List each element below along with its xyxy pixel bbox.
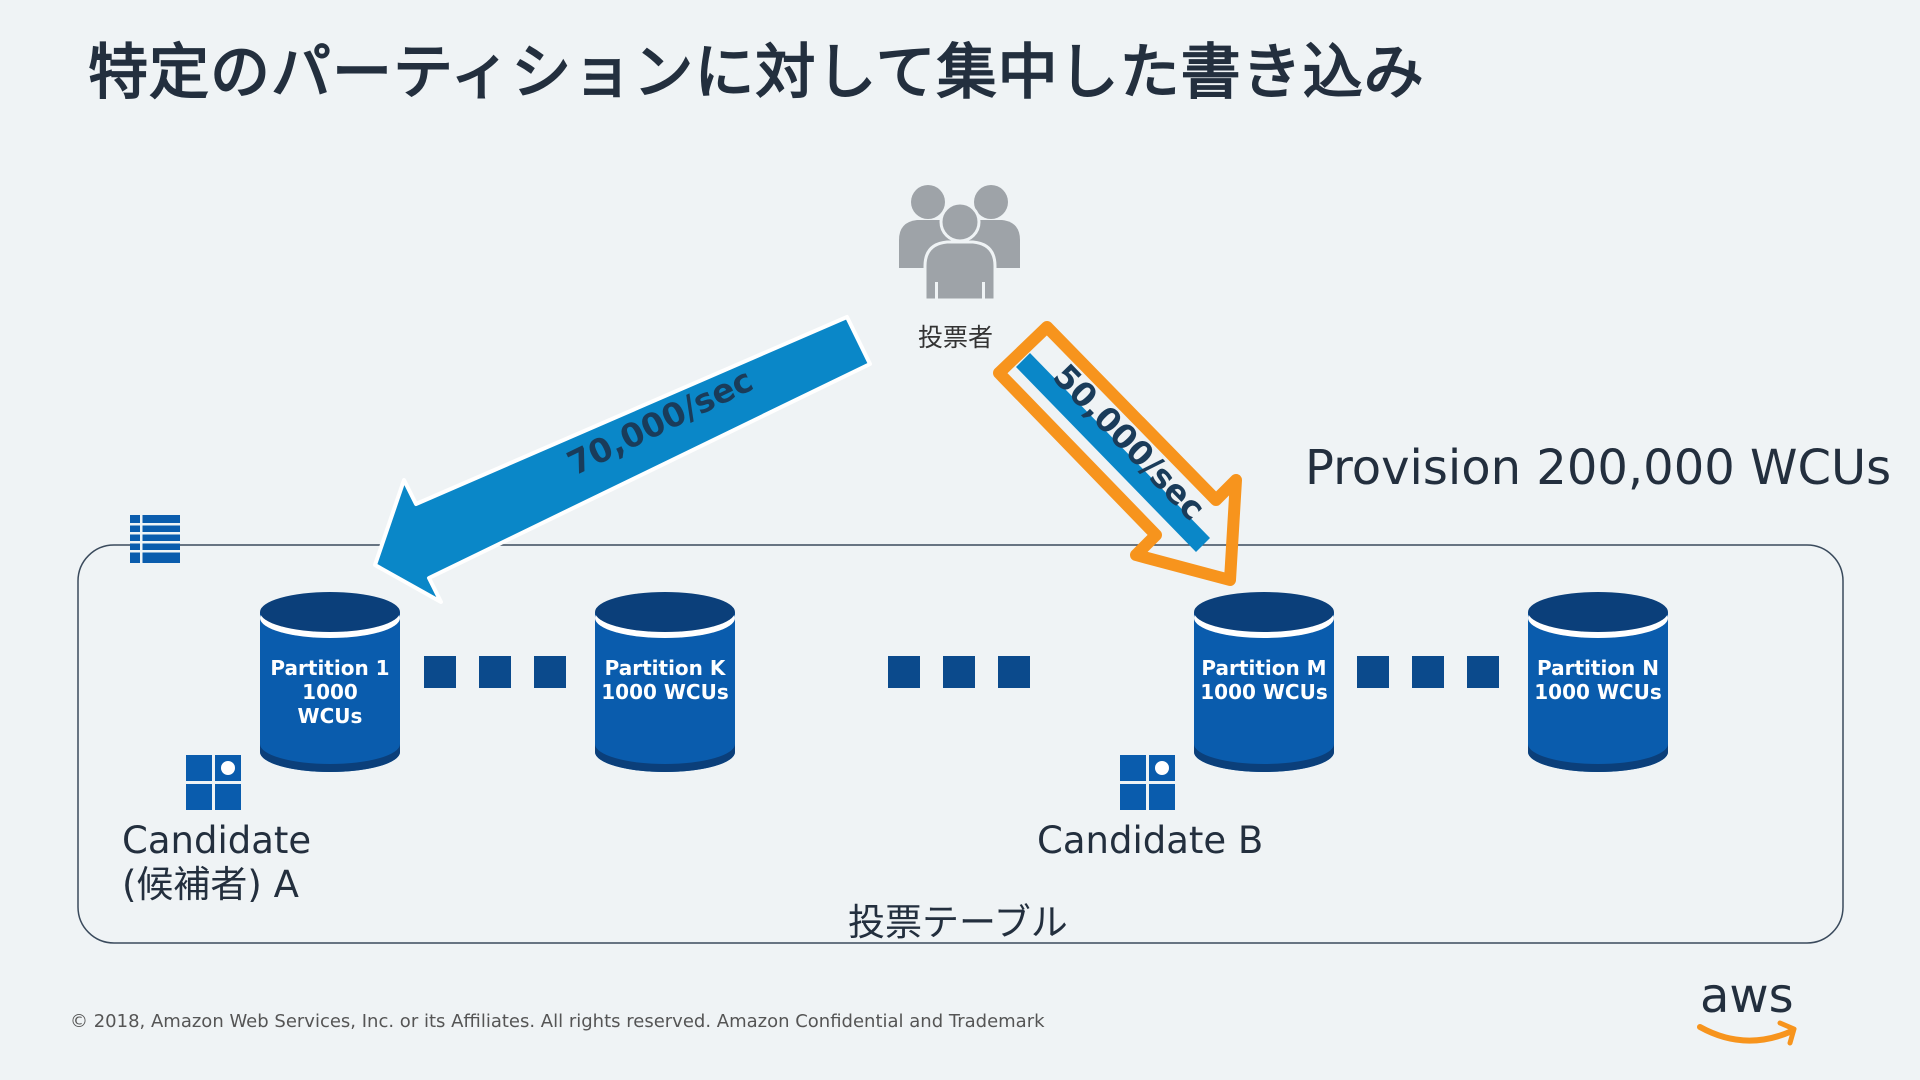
table-icon	[130, 515, 180, 563]
candidate-a-label-line1: Candidate	[122, 819, 312, 862]
candidate-b-label: Candidate B	[1037, 819, 1264, 862]
users-icon	[899, 185, 1020, 302]
ellipsis-squares-2	[888, 656, 1030, 688]
item-icon-candidate-b	[1120, 755, 1175, 810]
write-arrow-right: 50,000/sec	[993, 321, 1242, 586]
partition-1-label-line3: WCUs	[298, 704, 363, 728]
candidate-a-label-line2: (候補者) A	[122, 863, 299, 906]
partition-1-label-line2: 1000	[302, 680, 358, 704]
aws-smile-icon	[1697, 1020, 1797, 1046]
partition-m-label-line1: Partition M	[1201, 656, 1326, 680]
partition-k-label-line1: Partition K	[605, 656, 727, 680]
partition-n-label-line2: 1000 WCUs	[1534, 680, 1662, 704]
aws-logo: aws	[1700, 968, 1794, 1024]
partition-1	[260, 592, 400, 772]
copyright-footer: © 2018, Amazon Web Services, Inc. or its…	[70, 1011, 1045, 1032]
table-container	[77, 544, 1844, 944]
partition-k	[595, 592, 735, 772]
provision-label: Provision 200,000 WCUs	[1305, 440, 1892, 496]
partition-m-label-line2: 1000 WCUs	[1200, 680, 1328, 704]
partition-n	[1528, 592, 1668, 772]
partition-1-label-line1: Partition 1	[270, 656, 389, 680]
partition-m	[1194, 592, 1334, 772]
ellipsis-squares-1	[424, 656, 566, 688]
partition-k-label-line2: 1000 WCUs	[601, 680, 729, 704]
voters-label: 投票者	[918, 323, 994, 352]
table-label: 投票テーブル	[848, 901, 1068, 944]
item-icon-candidate-a	[186, 755, 241, 810]
write-arrow-left: 70,000/sec	[373, 315, 872, 604]
ellipsis-squares-3	[1357, 656, 1499, 688]
partition-n-label-line1: Partition N	[1537, 656, 1659, 680]
page-title: 特定のパーティションに対して集中した書き込み	[88, 38, 1425, 108]
